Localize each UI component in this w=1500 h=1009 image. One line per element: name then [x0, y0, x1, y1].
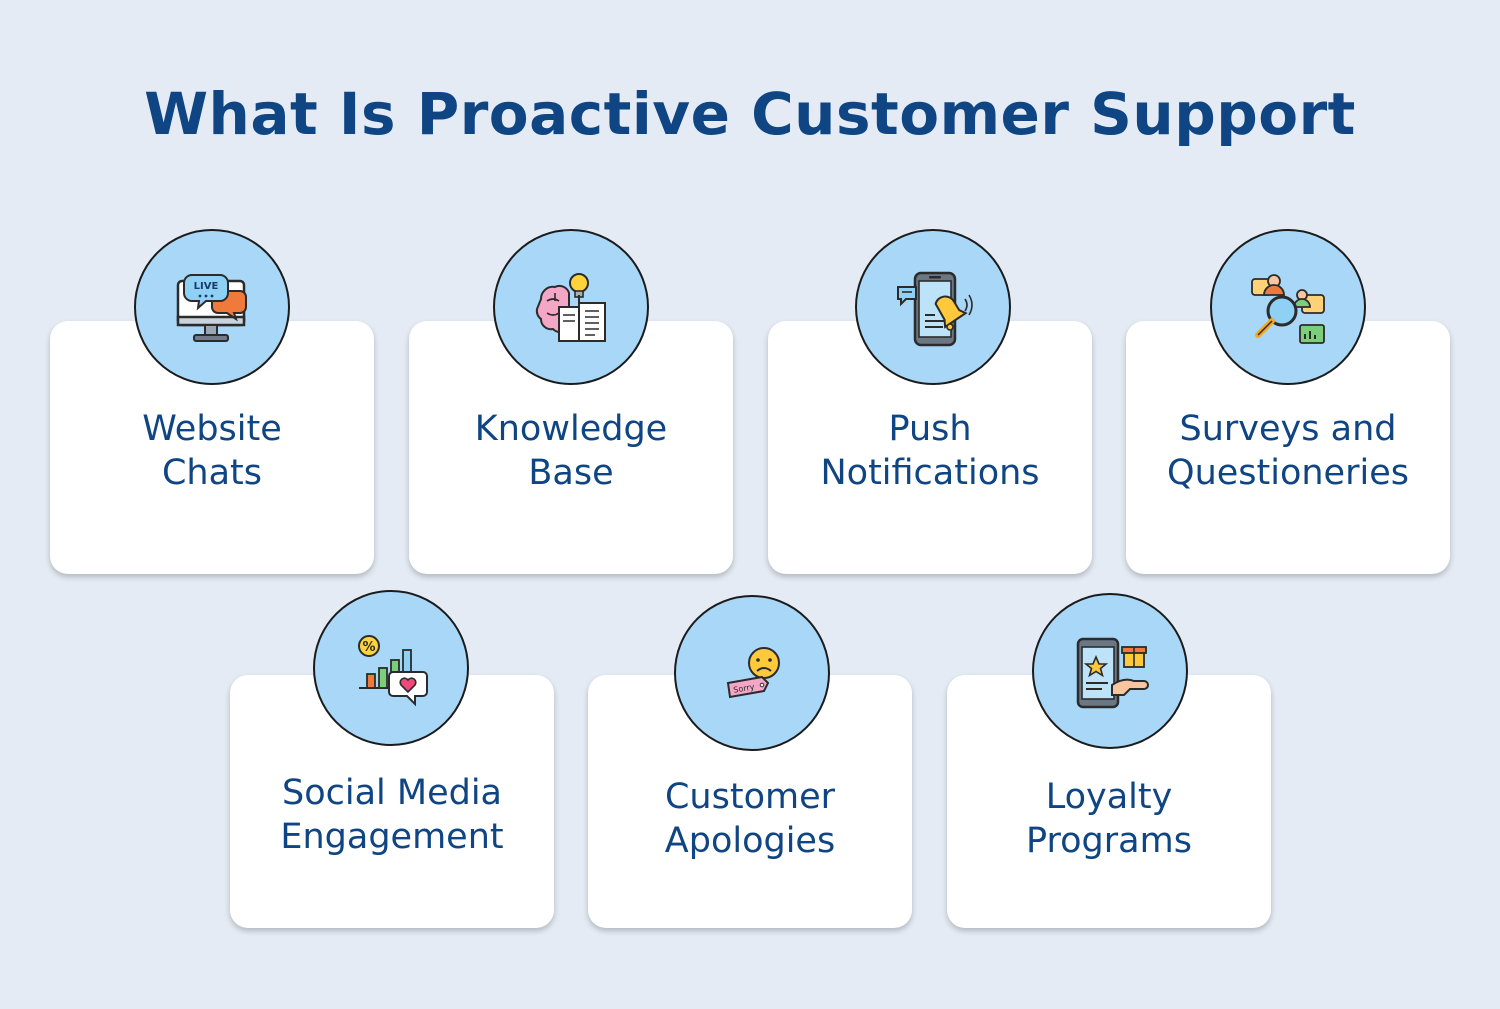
phone-bell-icon: [855, 229, 1011, 385]
brain-book-lightbulb-icon: [493, 229, 649, 385]
social-chart-heart-icon: %: [313, 590, 469, 746]
svg-text:%: %: [362, 640, 375, 655]
live-text: LIVE: [194, 281, 219, 292]
sorry-text: Sorry: [733, 682, 756, 695]
sorry-face-icon: Sorry: [674, 595, 830, 751]
page-title: What Is Proactive Customer Support: [144, 80, 1356, 148]
survey-magnifier-icon: [1210, 229, 1366, 385]
phone-star-gift-icon: [1032, 593, 1188, 749]
live-chat-monitor-icon: LIVE: [134, 229, 290, 385]
